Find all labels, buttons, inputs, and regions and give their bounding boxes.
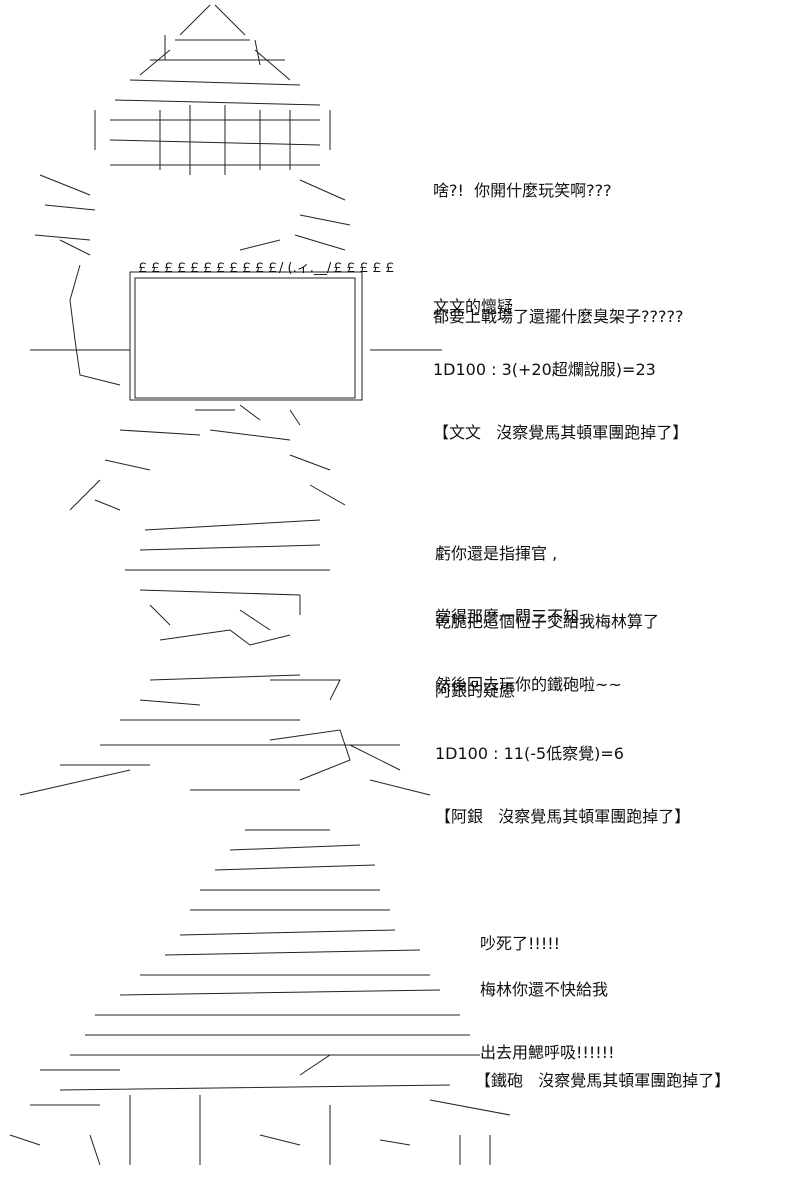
dialogue-line: 【文文 沒察覺馬其頓軍團跑掉了】 (433, 423, 689, 442)
dialogue-line: 乾脆把這個位子交給我梅林算了 (435, 612, 660, 631)
panel3-dialogue-top: 吵死了!!!!! (480, 891, 560, 975)
panel2-dialogue-top: 虧你還是指揮官 , 當得那麼一問三不知 , (435, 501, 589, 648)
dialogue-line: 然後回去玩你的鐵砲啦~~ (435, 675, 622, 694)
dialogue-line: 【鐵砲 沒察覺馬其頓軍團跑掉了】 (475, 1071, 731, 1090)
dialogue-line: 阿銀的疑慮 (435, 681, 516, 700)
dialogue-line: 梅林你還不快給我 (480, 980, 609, 999)
panel3-status: 【鐵砲 沒察覺馬其頓軍團跑掉了】 (475, 1028, 730, 1112)
dialogue-line: 1D100 : 3(+20超爛說服)=23 (433, 360, 656, 379)
panel2-ascii-art (19, 404, 431, 796)
panel1-dice-result: 文文的懷疑 1D100 : 3(+20超爛說服)=23 【文文 沒察覺馬其頓軍團… (433, 254, 688, 464)
panel1-dialogue-top: 啥?! 你開什麼玩笑啊??? 都要上戰場了還擺什麼臭架子????? (433, 138, 683, 348)
panel3-ascii-art (9, 829, 511, 1166)
dialogue-line: 文文的懷疑 (433, 297, 514, 316)
dialogue-line: 吵死了!!!!! (480, 934, 561, 953)
dialogue-line: 虧你還是指揮官 , (435, 544, 558, 563)
dialogue-line: 出去用鰓呼吸!!!!!! (480, 1043, 615, 1062)
dialogue-line: 啥?! 你開什麼玩笑啊??? (433, 181, 612, 200)
dialogue-line: 都要上戰場了還擺什麼臭架子????? (433, 307, 684, 326)
panel2-dialogue-mid: 乾脆把這個位子交給我梅林算了 然後回去玩你的鐵砲啦~~ (435, 569, 659, 716)
dialogue-line: 當得那麼一問三不知 , (435, 607, 590, 626)
sign-caption: ￡￡￡￡￡￡￡￡￡￡￡/ (.ィ.__/￡￡￡￡￡ (136, 261, 397, 276)
dialogue-line: 1D100 : 11(-5低察覺)=6 (435, 744, 624, 763)
panel2-dice-result: 阿銀的疑慮 1D100 : 11(-5低察覺)=6 【阿銀 沒察覺馬其頓軍團跑掉… (435, 638, 690, 848)
panel3-dialogue-mid: 梅林你還不快給我 出去用鰓呼吸!!!!!! (480, 937, 615, 1084)
dialogue-line: 【阿銀 沒察覺馬其頓軍團跑掉了】 (435, 807, 691, 826)
panel1-ascii-art (30, 4, 442, 401)
